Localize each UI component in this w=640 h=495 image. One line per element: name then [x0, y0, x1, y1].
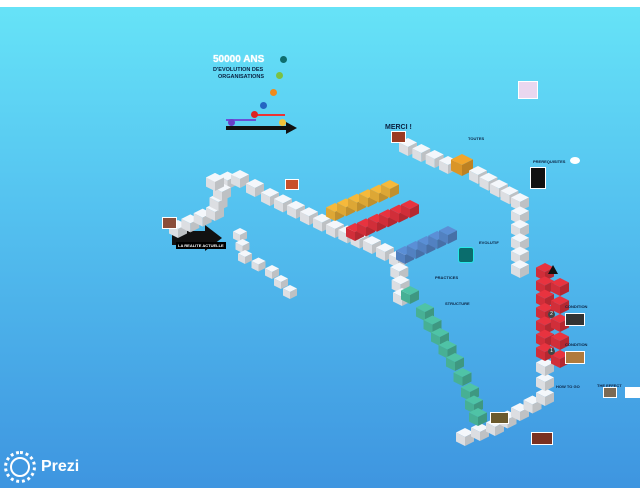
toutes-label: TOUTES: [468, 136, 485, 141]
timeline-bar-red: [255, 114, 285, 116]
blank-image[interactable]: [625, 387, 640, 398]
cube[interactable]: [536, 373, 554, 391]
practices-label: PRACTICES: [435, 275, 459, 280]
cube[interactable]: [469, 408, 487, 426]
timeline-node-green[interactable]: [276, 72, 283, 79]
main-title: 50000 ANS: [213, 54, 265, 65]
white-badge: [570, 157, 580, 164]
cube[interactable]: [265, 265, 279, 279]
timeline-node-teal[interactable]: [280, 56, 287, 63]
merci-image[interactable]: [391, 131, 406, 143]
evolutif-hexagon-icon: [458, 247, 474, 263]
cube[interactable]: [511, 193, 529, 211]
cube[interactable]: [536, 358, 554, 376]
cube[interactable]: [453, 368, 472, 386]
cube[interactable]: [511, 260, 529, 278]
timeline-arrow: [226, 122, 297, 134]
warning-icon: [548, 265, 558, 274]
prezi-logo-icon: [4, 451, 36, 483]
prezi-logo[interactable]: Prezi: [4, 451, 79, 483]
silhouette-image[interactable]: [565, 313, 585, 326]
cube[interactable]: [439, 226, 457, 244]
prezi-logo-text: Prezi: [41, 458, 80, 475]
cube[interactable]: [551, 296, 569, 314]
timeline-node-yellow[interactable]: [279, 119, 286, 126]
cube[interactable]: [238, 250, 252, 264]
black-panel[interactable]: [530, 167, 546, 189]
number-1-badge: 1: [548, 348, 555, 355]
subtitle-line2: ORGANISATIONS: [218, 74, 265, 80]
cube[interactable]: [446, 353, 464, 371]
cube[interactable]: [551, 350, 569, 368]
timeline-bar-purple: [226, 119, 256, 121]
cube-path: [169, 114, 569, 446]
cube[interactable]: [251, 257, 266, 272]
merci-heading: MERCI !: [385, 124, 412, 131]
timeline-node-red[interactable]: [251, 111, 258, 118]
orange-image[interactable]: [285, 179, 299, 190]
number-2-badge: 2: [548, 311, 555, 318]
condition-1-label: CONDITION: [565, 342, 588, 347]
cube[interactable]: [231, 170, 249, 188]
cube[interactable]: [206, 173, 224, 191]
cube[interactable]: [381, 180, 399, 198]
reality-label: LA REALITE ACTUELLE: [176, 242, 226, 249]
timeline-node-orange[interactable]: [270, 89, 277, 96]
cube[interactable]: [536, 388, 554, 406]
bottom-image-1[interactable]: [490, 412, 509, 424]
cube[interactable]: [401, 286, 419, 304]
cube[interactable]: [401, 200, 419, 218]
prerequisites-label: PREREQUISITES: [533, 159, 566, 164]
cube[interactable]: [274, 275, 288, 289]
cube[interactable]: [551, 278, 569, 296]
prezi-canvas[interactable]: 50000 ANS D'EVOLUTION DES ORGANISATIONS …: [0, 7, 640, 488]
condition-2-label: CONDITION: [565, 304, 588, 309]
cube[interactable]: [283, 285, 297, 299]
thumbnail-image[interactable]: [518, 81, 538, 99]
cube[interactable]: [551, 332, 569, 350]
effect-label: THE EFFECT: [597, 383, 622, 388]
bottom-image-2[interactable]: [531, 432, 553, 445]
left-image[interactable]: [162, 217, 177, 229]
cube[interactable]: [390, 262, 409, 281]
cube[interactable]: [416, 303, 434, 321]
timeline-node-blue[interactable]: [260, 102, 267, 109]
cube[interactable]: [300, 207, 318, 226]
cube[interactable]: [456, 428, 474, 446]
evolutif-label: EVOLUTIF: [479, 240, 499, 245]
how-to-go-label: HOW TO GO: [556, 384, 580, 389]
effect-image[interactable]: [603, 387, 617, 398]
timeline-node-purple[interactable]: [228, 119, 235, 126]
desert-image[interactable]: [565, 351, 585, 364]
cube[interactable]: [235, 239, 250, 253]
cube[interactable]: [451, 154, 473, 176]
cube[interactable]: [233, 228, 247, 242]
structure-label: STRUCTURE: [445, 301, 470, 306]
subtitle-line1: D'EVOLUTION DES: [213, 67, 264, 73]
